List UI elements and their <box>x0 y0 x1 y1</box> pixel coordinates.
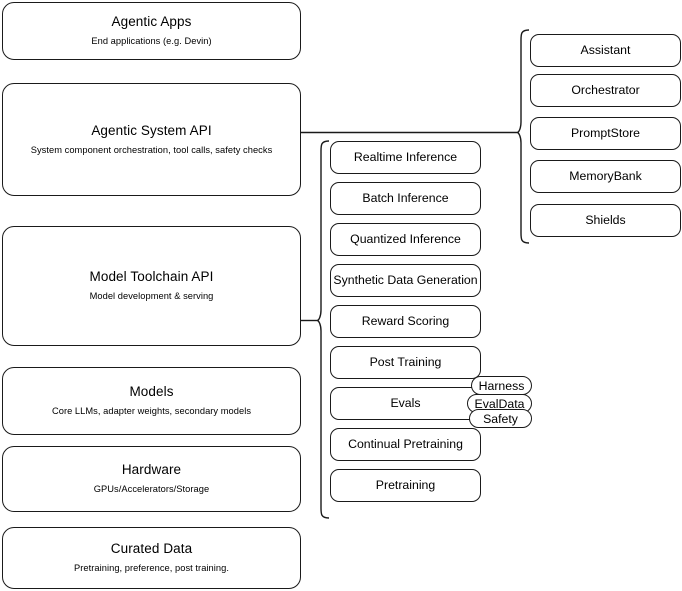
layer-curated-data[interactable]: Curated Data Pretraining, preference, po… <box>2 527 301 589</box>
component-orchestrator[interactable]: Orchestrator <box>530 74 681 107</box>
capability-label: Evals <box>390 395 421 410</box>
eval-pill-label: EvalData <box>474 396 525 411</box>
capability-label: Synthetic Data Generation <box>333 272 478 287</box>
component-label: Orchestrator <box>571 82 640 97</box>
layer-models[interactable]: Models Core LLMs, adapter weights, secon… <box>2 367 301 435</box>
layer-subtitle: Model development & serving <box>89 291 214 302</box>
brace-toolchain-capabilities <box>316 140 330 519</box>
layer-title: Agentic System API <box>91 122 212 138</box>
eval-pill-label: Harness <box>478 378 525 393</box>
layer-title: Curated Data <box>110 541 193 557</box>
capability-label: Reward Scoring <box>361 313 450 328</box>
layer-title: Models <box>129 384 174 400</box>
component-label: Assistant <box>580 42 631 57</box>
capability-label: Realtime Inference <box>353 149 458 164</box>
layer-title: Hardware <box>121 462 182 478</box>
layer-model-toolchain-api[interactable]: Model Toolchain API Model development & … <box>2 226 301 346</box>
capability-label: Batch Inference <box>362 190 449 205</box>
layer-title: Model Toolchain API <box>89 269 214 285</box>
eval-pill-label: Safety <box>483 411 518 426</box>
capability-evals[interactable]: Evals <box>330 387 481 420</box>
layer-agentic-system-api[interactable]: Agentic System API System component orch… <box>2 83 301 196</box>
component-memorybank[interactable]: MemoryBank <box>530 160 681 193</box>
layer-title: Agentic Apps <box>111 14 192 30</box>
eval-pill-harness[interactable]: Harness <box>471 376 532 395</box>
layer-subtitle: GPUs/Accelerators/Storage <box>93 484 210 495</box>
capability-reward-scoring[interactable]: Reward Scoring <box>330 305 481 338</box>
capability-label: Post Training <box>369 354 442 369</box>
eval-pill-safety[interactable]: Safety <box>469 409 532 428</box>
component-label: MemoryBank <box>569 168 642 183</box>
component-label: PromptStore <box>570 125 641 140</box>
capability-continual-pretraining[interactable]: Continual Pretraining <box>330 428 481 461</box>
capability-label: Continual Pretraining <box>348 436 463 451</box>
capability-batch-inference[interactable]: Batch Inference <box>330 182 481 215</box>
capability-pretraining[interactable]: Pretraining <box>330 469 481 502</box>
capability-post-training[interactable]: Post Training <box>330 346 481 379</box>
layer-subtitle: End applications (e.g. Devin) <box>91 36 212 47</box>
layer-subtitle: Core LLMs, adapter weights, secondary mo… <box>51 406 252 417</box>
capability-quantized-inference[interactable]: Quantized Inference <box>330 223 481 256</box>
layer-subtitle: System component orchestration, tool cal… <box>30 144 273 155</box>
component-promptstore[interactable]: PromptStore <box>530 117 681 150</box>
layer-hardware[interactable]: Hardware GPUs/Accelerators/Storage <box>2 446 301 512</box>
capability-synthetic-data-generation[interactable]: Synthetic Data Generation <box>330 264 481 297</box>
layer-agentic-apps[interactable]: Agentic Apps End applications (e.g. Devi… <box>2 2 301 60</box>
brace-system-components <box>516 29 530 244</box>
capability-realtime-inference[interactable]: Realtime Inference <box>330 141 481 174</box>
capability-label: Quantized Inference <box>350 231 461 246</box>
capability-label: Pretraining <box>375 477 436 492</box>
component-shields[interactable]: Shields <box>530 204 681 237</box>
layer-subtitle: Pretraining, preference, post training. <box>74 563 229 574</box>
component-assistant[interactable]: Assistant <box>530 34 681 67</box>
component-label: Shields <box>585 212 626 227</box>
